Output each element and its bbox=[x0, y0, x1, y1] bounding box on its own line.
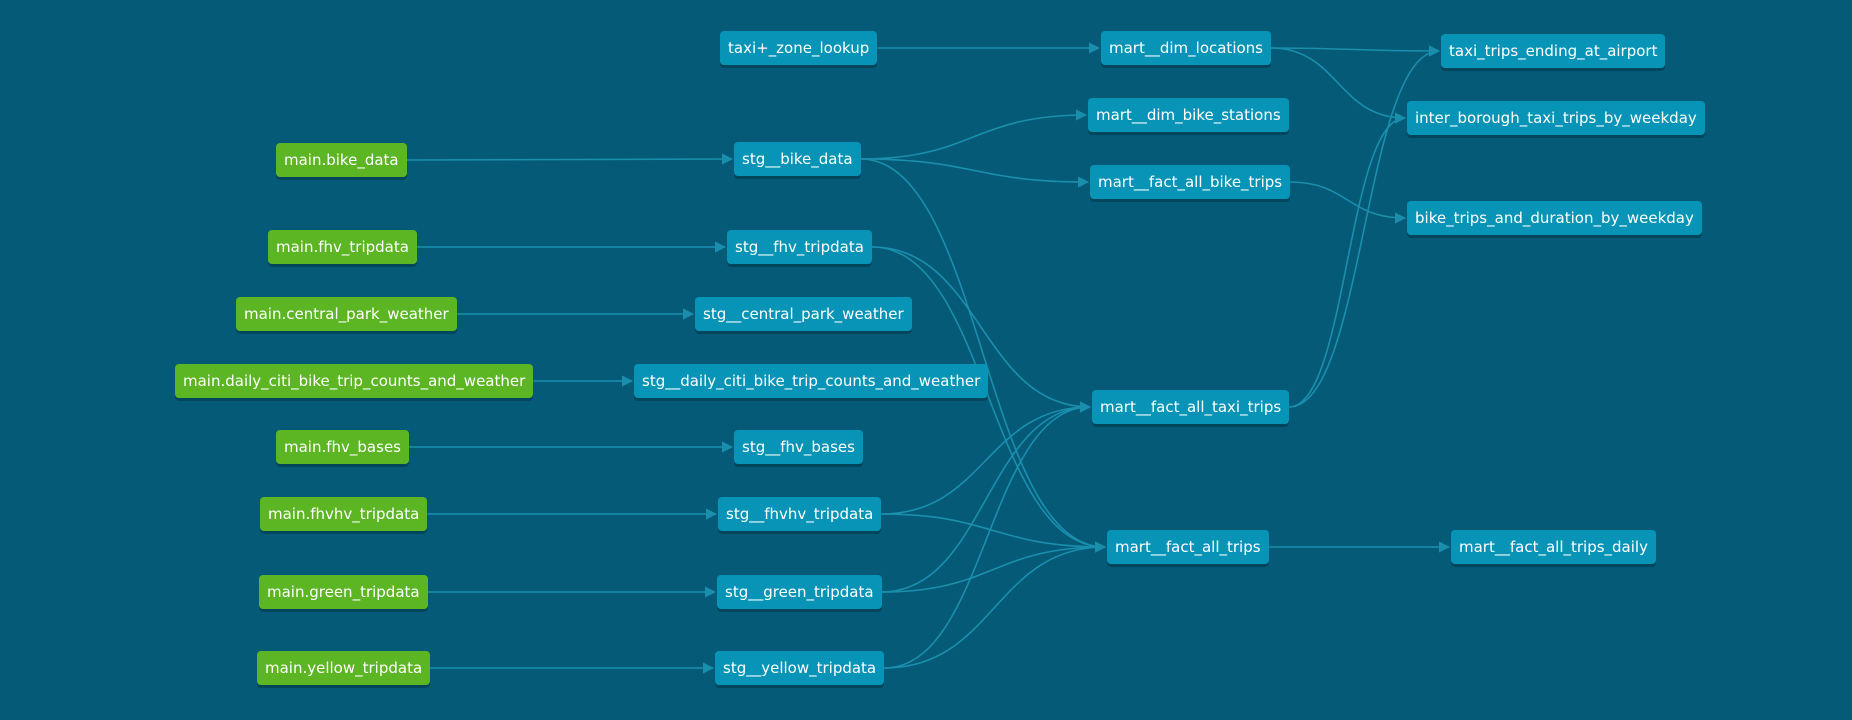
node-inter-borough-taxi-trips-by-weekday[interactable]: inter_borough_taxi_trips_by_weekday bbox=[1407, 101, 1705, 135]
node-main-fhv-tripdata[interactable]: main.fhv_tripdata bbox=[268, 230, 417, 264]
node-stg-daily-citi-bike-trip-counts-and-weather[interactable]: stg__daily_citi_bike_trip_counts_and_wea… bbox=[634, 364, 989, 398]
edge-stg_bike_data-to-mart_fact_all_trips bbox=[860, 158, 1107, 553]
edge-mart_fact_all_taxi_trips-to-inter_borough_taxi_trips bbox=[1289, 112, 1407, 408]
node-mart-dim-bike-stations[interactable]: mart__dim_bike_stations bbox=[1088, 98, 1289, 132]
node-stg-fhv-bases[interactable]: stg__fhv_bases bbox=[734, 430, 863, 464]
node-taxi-zone-lookup[interactable]: taxi+_zone_lookup bbox=[720, 31, 878, 65]
node-stg-fhv-tripdata[interactable]: stg__fhv_tripdata bbox=[727, 230, 872, 264]
node-stg-bike-data[interactable]: stg__bike_data bbox=[734, 142, 861, 176]
node-bike-trips-and-duration-by-weekday[interactable]: bike_trips_and_duration_by_weekday bbox=[1407, 201, 1702, 235]
edge-stg_yellow_tripdata-to-mart_fact_all_trips bbox=[884, 541, 1107, 669]
edge-stg_bike_data-to-mart_dim_bike_stations bbox=[860, 109, 1088, 160]
node-mart-fact-all-taxi-trips[interactable]: mart__fact_all_taxi_trips bbox=[1092, 390, 1290, 424]
node-stg-fhvhv-tripdata[interactable]: stg__fhvhv_tripdata bbox=[718, 497, 882, 531]
node-stg-central-park-weather[interactable]: stg__central_park_weather bbox=[695, 297, 912, 331]
node-main-fhv-bases[interactable]: main.fhv_bases bbox=[276, 430, 409, 464]
edge-stg_fhvhv_tripdata-to-mart_fact_all_trips bbox=[881, 513, 1107, 553]
node-stg-green-tripdata[interactable]: stg__green_tripdata bbox=[717, 575, 882, 609]
edge-stg_bike_data-to-mart_fact_all_bike_trips bbox=[860, 158, 1090, 188]
edge-stg_green_tripdata-to-mart_fact_all_taxi_trips bbox=[881, 401, 1092, 593]
node-mart-dim-locations[interactable]: mart__dim_locations bbox=[1101, 31, 1271, 65]
node-main-yellow-tripdata[interactable]: main.yellow_tripdata bbox=[257, 651, 431, 685]
node-mart-fact-all-trips-daily[interactable]: mart__fact_all_trips_daily bbox=[1451, 530, 1656, 564]
node-main-central-park-weather[interactable]: main.central_park_weather bbox=[236, 297, 457, 331]
node-main-daily-citi-bike-trip-counts-and-weather[interactable]: main.daily_citi_bike_trip_counts_and_wea… bbox=[175, 364, 534, 398]
node-stg-yellow-tripdata[interactable]: stg__yellow_tripdata bbox=[715, 651, 885, 685]
node-taxi-trips-ending-at-airport[interactable]: taxi_trips_ending_at_airport bbox=[1441, 34, 1666, 68]
node-main-fhvhv-tripdata[interactable]: main.fhvhv_tripdata bbox=[260, 497, 428, 531]
edge-mart_fact_all_bike_trips-to-bike_trips_and_duration bbox=[1290, 181, 1407, 224]
node-mart-fact-all-bike-trips[interactable]: mart__fact_all_bike_trips bbox=[1090, 165, 1291, 199]
node-main-green-tripdata[interactable]: main.green_tripdata bbox=[259, 575, 428, 609]
edge-stg_fhvhv_tripdata-to-mart_fact_all_taxi_trips bbox=[881, 401, 1092, 515]
edge-main_bike_data-to-stg_bike_data bbox=[406, 153, 734, 165]
edge-stg_green_tripdata-to-mart_fact_all_trips bbox=[881, 541, 1107, 593]
node-mart-fact-all-trips[interactable]: mart__fact_all_trips bbox=[1107, 530, 1269, 564]
edge-mart_dim_locations-to-taxi_trips_ending_at_airport bbox=[1270, 45, 1441, 57]
edge-stg_yellow_tripdata-to-mart_fact_all_taxi_trips bbox=[884, 401, 1092, 669]
edge-mart_dim_locations-to-inter_borough_taxi_trips bbox=[1270, 47, 1407, 124]
node-main-bike-data[interactable]: main.bike_data bbox=[276, 143, 407, 177]
